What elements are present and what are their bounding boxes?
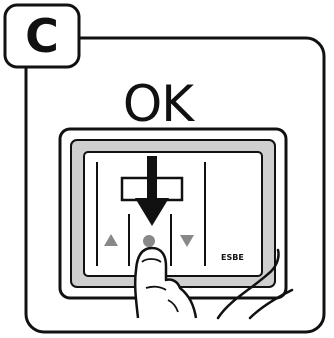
step-letter: C <box>4 4 80 68</box>
brand-logo: ESBE <box>221 252 261 264</box>
ok-button-icon <box>143 235 155 247</box>
ok-label: OK <box>118 74 198 134</box>
